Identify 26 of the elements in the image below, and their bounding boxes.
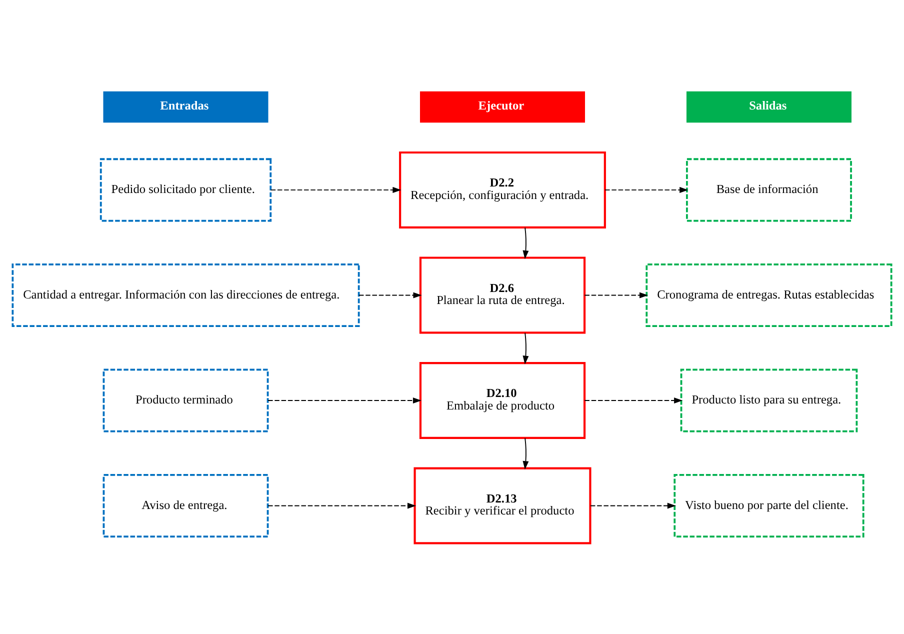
arrow bbox=[522, 437, 529, 470]
node-box: D2.2 Recepción, configuración y entrada. bbox=[399, 150, 606, 228]
node-box: D2.13 Recibir y verificar el producto bbox=[414, 466, 592, 544]
node-box: Aviso de entrega. bbox=[102, 473, 269, 538]
node-box: Producto listo para su entrega. bbox=[680, 368, 858, 432]
node-box: D2.10 Embalaje de producto bbox=[419, 361, 586, 438]
arrow bbox=[604, 186, 688, 192]
node-box: Pedido solicitado por cliente. bbox=[100, 158, 272, 222]
node-box: Entradas bbox=[103, 90, 268, 122]
node-box: Producto terminado bbox=[102, 368, 269, 432]
node-box: Salidas bbox=[686, 90, 852, 122]
arrow bbox=[584, 396, 683, 403]
arrow bbox=[522, 332, 529, 364]
node-box: D2.6 Planear la ruta de entrega. bbox=[419, 256, 586, 334]
arrow bbox=[268, 396, 422, 403]
node-box: Visto bueno por parte del cliente. bbox=[674, 473, 864, 538]
node-box: Cronograma de entregas. Rutas establecidas bbox=[646, 262, 892, 326]
node-box: Ejecutor bbox=[420, 90, 585, 122]
arrow bbox=[584, 292, 648, 298]
node-box: Base de información bbox=[686, 158, 852, 222]
arrow bbox=[590, 502, 676, 508]
arrow bbox=[358, 292, 422, 298]
arrow bbox=[522, 226, 529, 259]
arrow bbox=[270, 186, 402, 192]
node-box: Cantidad a entregar. Información con las direcciones de entrega. bbox=[12, 262, 360, 326]
arrow bbox=[268, 502, 416, 508]
